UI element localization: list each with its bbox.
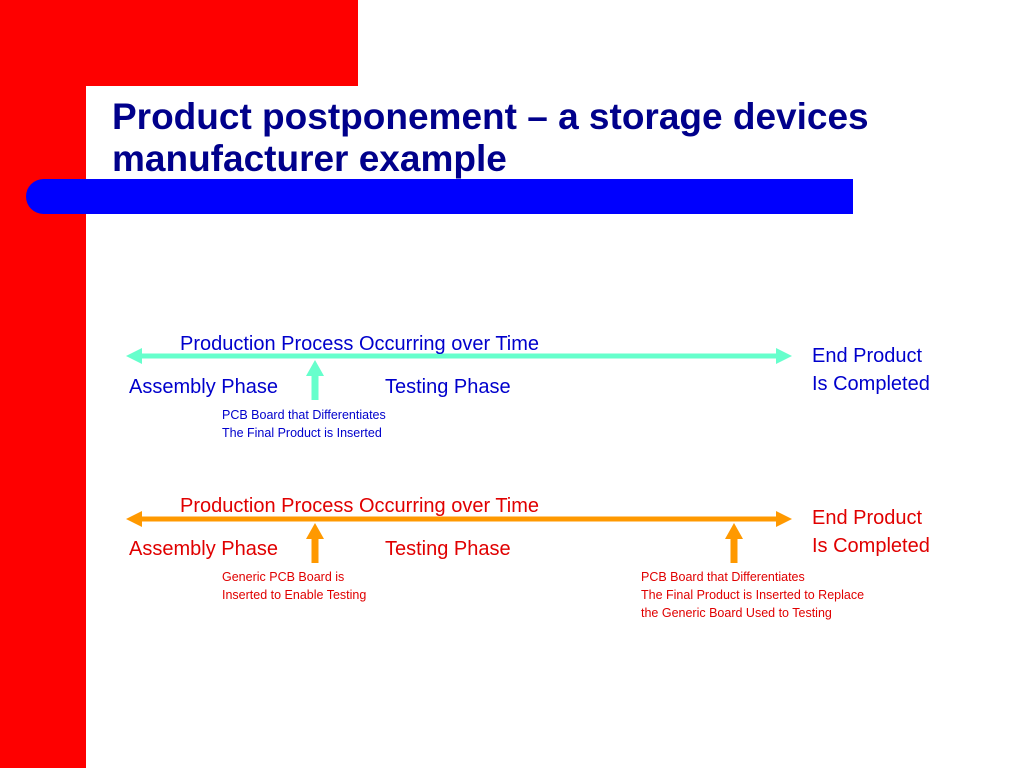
title-underline-bar xyxy=(26,179,853,214)
title-line-1: Product postponement – a storage devices xyxy=(112,96,869,137)
bottom-final-insert-arrow xyxy=(725,523,743,563)
title-line-2: manufacturer example xyxy=(112,138,507,179)
top-end-line-2: Is Completed xyxy=(812,373,930,395)
top-note-line-2: The Final Product is Inserted xyxy=(222,426,382,440)
top-assembly-label: Assembly Phase xyxy=(129,376,278,398)
top-red-block xyxy=(0,0,358,86)
top-process-label: Production Process Occurring over Time xyxy=(180,333,540,355)
top-end-line-1: End Product xyxy=(812,345,923,367)
final-note-line-2: The Final Product is Inserted to Replace xyxy=(641,588,865,602)
bottom-end-line-2: Is Completed xyxy=(812,535,930,557)
bottom-generic-insert-arrow xyxy=(306,523,324,563)
final-note-line-3: the Generic Board Used to Testing xyxy=(641,606,832,620)
generic-note-line-2: Inserted to Enable Testing xyxy=(222,588,367,602)
bottom-final-pcb-note: PCB Board that Differentiates The Final … xyxy=(641,568,864,622)
top-end-product-label: End Product Is Completed xyxy=(812,342,930,398)
bottom-testing-label: Testing Phase xyxy=(385,538,511,560)
top-testing-label: Testing Phase xyxy=(385,376,511,398)
bottom-timeline-arrow xyxy=(126,511,792,527)
slide-title: Product postponement – a storage devices… xyxy=(112,96,992,180)
bottom-process-label: Production Process Occurring over Time xyxy=(180,495,540,517)
top-note-line-1: PCB Board that Differentiates xyxy=(222,408,386,422)
bottom-end-product-label: End Product Is Completed xyxy=(812,504,930,560)
bottom-assembly-label: Assembly Phase xyxy=(129,538,278,560)
final-note-line-1: PCB Board that Differentiates xyxy=(641,570,805,584)
left-red-bar xyxy=(0,0,86,768)
top-timeline-arrow xyxy=(126,348,792,364)
bottom-end-line-1: End Product xyxy=(812,507,923,529)
top-pcb-note: PCB Board that Differentiates The Final … xyxy=(222,406,386,442)
top-insert-arrow xyxy=(306,360,324,400)
bottom-generic-pcb-note: Generic PCB Board is Inserted to Enable … xyxy=(222,568,366,604)
generic-note-line-1: Generic PCB Board is xyxy=(222,570,345,584)
